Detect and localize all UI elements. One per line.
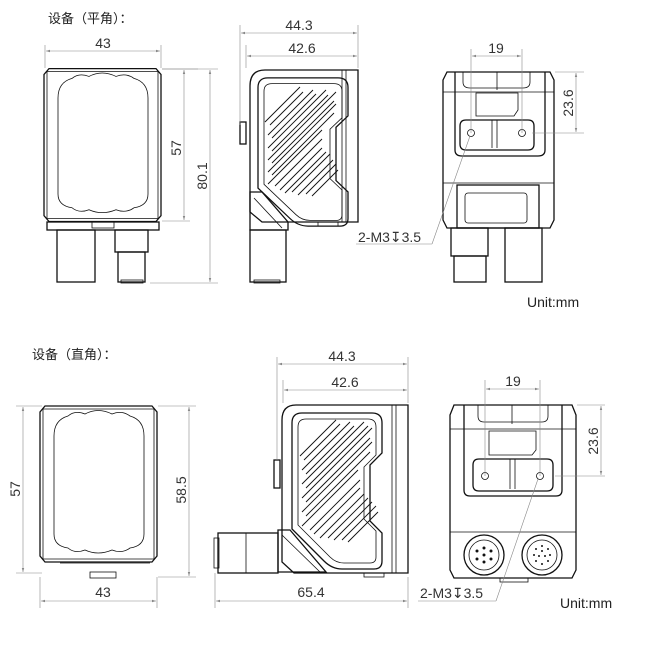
dimension-height-flat: 57 80.1 (150, 68, 218, 284)
dim-65-4-right-angle: 65.4 (297, 584, 324, 600)
front-view-right-angle (39, 405, 158, 579)
callout-text-right-angle: 2-M3↧3.5 (420, 585, 483, 601)
dimension-length-right-angle: 65.4 (214, 573, 409, 608)
dim-57-flat: 57 (168, 140, 184, 156)
dimension-height-right-angle: 57 58.5 (7, 405, 196, 578)
dim-42-6-flat: 42.6 (288, 40, 315, 56)
dim-43-right-angle: 43 (95, 584, 111, 600)
connector-12pin (521, 534, 563, 576)
dim-44-3-flat: 44.3 (285, 17, 312, 33)
dim-19-right-angle: 19 (505, 373, 521, 389)
side-view-flat (239, 69, 359, 284)
dim-43-flat: 43 (95, 35, 111, 51)
dimension-holes-flat: 19 23.6 (470, 40, 584, 134)
dimension-depth-flat: 44.3 42.6 (239, 17, 359, 125)
dim-57-right-angle: 57 (7, 481, 23, 497)
dimension-holes-right-angle: 19 23.6 (484, 373, 605, 477)
section-title-right-angle: 设备（直角）： (32, 347, 117, 362)
unit-label-flat: Unit:mm (527, 294, 580, 310)
callout-m3-right-angle: 2-M3↧3.5 (418, 478, 539, 602)
dim-23-6-right-angle: 23.6 (585, 427, 601, 454)
callout-m3-flat: 2-M3↧3.5 (356, 135, 471, 245)
dim-23-6-flat: 23.6 (560, 89, 576, 116)
section-title-flat: 设备（平角）： (48, 11, 133, 26)
connector-8pin (463, 534, 505, 576)
unit-label-right-angle: Unit:mm (560, 595, 613, 611)
callout-text-flat: 2-M3↧3.5 (358, 229, 421, 245)
rear-view-flat (442, 71, 555, 283)
dim-58-5-right-angle: 58.5 (173, 476, 189, 503)
dimension-width-right-angle: 43 (39, 577, 158, 608)
dim-42-6-right-angle: 42.6 (331, 374, 358, 390)
dim-19-flat: 19 (488, 40, 504, 56)
dim-44-3-right-angle: 44.3 (328, 348, 355, 364)
dim-80-1-flat: 80.1 (194, 162, 210, 189)
rear-view-right-angle (449, 404, 577, 583)
dimension-depth-right-angle: 44.3 42.6 (276, 348, 409, 460)
dimension-width-flat: 43 (44, 35, 162, 68)
front-view-flat (43, 67, 162, 284)
side-view-right-angle (213, 404, 409, 578)
